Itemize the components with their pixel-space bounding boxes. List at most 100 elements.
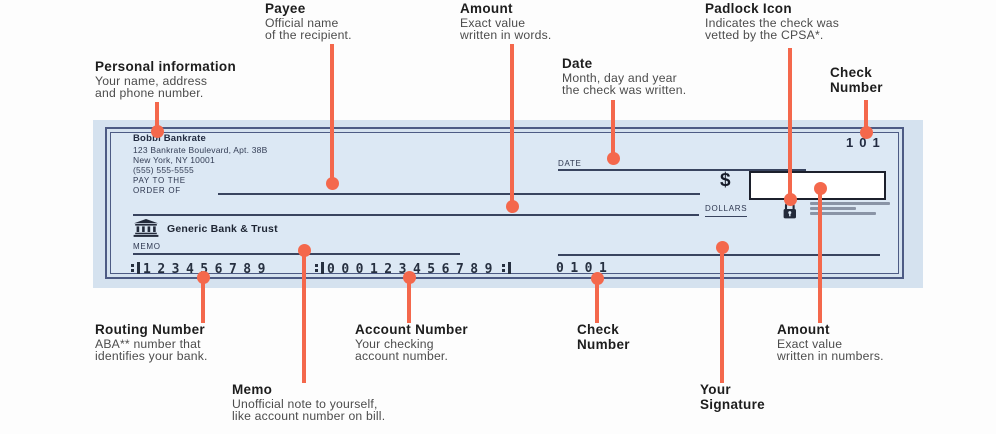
signature-annotation: Your Signature [700, 382, 765, 412]
date-desc-line2: the check was written. [562, 83, 687, 98]
signature-title-line2: Signature [700, 396, 765, 412]
check-number-field: 101 [846, 135, 886, 150]
payee-title: Payee [265, 1, 306, 16]
amount-words-desc-line2: written in words. [460, 28, 552, 43]
check-number-top-annotation: Check Number [830, 65, 883, 95]
check-number-bottom-title-line1: Check [577, 322, 620, 337]
amount-words-annotation: Amount Exact value written in words. [460, 1, 552, 43]
bank-icon [133, 219, 159, 242]
payee-leader-dot [326, 177, 339, 190]
check-number-bottom-title-line2: Number [577, 336, 630, 352]
personal-info-leader-line [155, 102, 159, 128]
amount-words-leader-dot [506, 200, 519, 213]
personal-info-annotation: Personal information Your name, address … [95, 59, 237, 101]
memo-annotation: Memo Unofficial note to yourself, like a… [232, 382, 386, 424]
account-leader-dot [403, 271, 416, 284]
payer-address-line2: New York, NY 10001 [133, 154, 215, 165]
signature-leader-line [720, 252, 724, 383]
date-title: Date [562, 56, 593, 71]
routing-title: Routing Number [95, 322, 205, 337]
routing-leader-line [201, 283, 205, 323]
amount-words-title: Amount [460, 1, 513, 16]
check-number-bottom-leader-line [595, 284, 599, 323]
security-microtext [810, 202, 890, 217]
memo-leader-dot [298, 244, 311, 257]
memo-title: Memo [232, 382, 273, 397]
check-number-top-leader-line [864, 100, 868, 129]
payer-address-line1: 123 Bankrate Boulevard, Apt. 38B [133, 144, 268, 155]
amount-numbers-leader-line [818, 193, 822, 323]
check-number-top-leader-dot [860, 126, 873, 139]
pay-to-label-line2: ORDER OF [133, 186, 181, 195]
account-number-digits: 000123456789 [327, 262, 499, 277]
account-annotation: Account Number Your checking account num… [355, 322, 468, 364]
check-number-top-title-line2: Number [830, 79, 883, 95]
payer-info-block: Bobbi Bankrate 123 Bankrate Boulevard, A… [133, 133, 268, 175]
micr-transit-icon [131, 262, 140, 274]
padlock-annotation: Padlock Icon Indicates the check was vet… [705, 1, 839, 43]
micr-account-number: 000123456789 [315, 261, 511, 277]
payer-phone: (555) 555-5555 [133, 164, 194, 175]
check-illustration: Bobbi Bankrate 123 Bankrate Boulevard, A… [93, 120, 923, 288]
personal-info-leader-dot [151, 125, 164, 138]
account-desc-line1: Your checking [355, 336, 434, 351]
routing-annotation: Routing Number ABA** number that identif… [95, 322, 208, 364]
date-leader-line [611, 100, 615, 155]
account-title: Account Number [355, 322, 468, 337]
micr-routing-number: 123456789 [131, 261, 272, 277]
amount-numbers-leader-dot [814, 182, 827, 195]
dollar-sign: $ [720, 170, 731, 191]
padlock-title: Padlock Icon [705, 1, 792, 16]
routing-number-digits: 123456789 [143, 262, 272, 277]
memo-field-label: MEMO [133, 242, 161, 251]
check-inner-border [110, 132, 899, 274]
account-desc-line2: account number. [355, 349, 449, 364]
pay-to-label-line1: PAY TO THE [133, 176, 186, 185]
date-annotation: Date Month, day and year the check was w… [562, 56, 687, 98]
date-leader-dot [607, 152, 620, 165]
personal-info-desc-line2: and phone number. [95, 86, 204, 101]
amount-words-line [133, 214, 699, 216]
check-number-digits: 0101 [556, 261, 614, 276]
check-number-top-title-line1: Check [830, 65, 873, 80]
account-leader-line [407, 283, 411, 323]
bank-name: Generic Bank & Trust [167, 223, 278, 235]
amount-words-desc-line1: Exact value [460, 15, 526, 30]
micr-transit-icon [315, 262, 324, 274]
micr-transit-icon [501, 262, 511, 274]
routing-desc-line2: identifies your bank. [95, 349, 208, 364]
padlock-desc-line1: Indicates the check was [705, 15, 839, 30]
padlock-leader-dot [784, 193, 797, 206]
check-number-bottom-leader-dot [591, 272, 604, 285]
amount-numbers-desc-line2: written in numbers. [777, 349, 884, 364]
micr-check-number: 0101 [556, 261, 613, 276]
amount-words-leader-line [510, 44, 514, 204]
padlock-leader-line [788, 48, 792, 196]
amount-numbers-title: Amount [777, 322, 830, 337]
signature-leader-dot [716, 241, 729, 254]
routing-desc-line1: ABA** number that [95, 336, 201, 351]
padlock-desc-line2: vetted by the CPSA*. [705, 28, 824, 43]
payee-desc-line2: of the recipient. [265, 28, 352, 43]
memo-desc-line1: Unofficial note to yourself, [232, 396, 378, 411]
memo-line [133, 253, 460, 255]
payee-desc-line1: Official name [265, 15, 339, 30]
signature-title-line1: Your [700, 382, 731, 397]
date-desc-line1: Month, day and year [562, 70, 677, 85]
payer-name: Bobbi Bankrate [133, 133, 207, 144]
amount-numbers-annotation: Amount Exact value written in numbers. [777, 322, 884, 364]
payee-annotation: Payee Official name of the recipient. [265, 1, 352, 43]
date-field-label: DATE [558, 159, 582, 168]
payee-leader-line [330, 44, 334, 182]
check-outer-border [105, 127, 904, 279]
check-number-bottom-annotation: Check Number [577, 322, 630, 352]
amount-numbers-desc-line1: Exact value [777, 336, 843, 351]
personal-info-title: Personal information [95, 59, 237, 74]
date-line [558, 169, 806, 171]
personal-info-desc-line1: Your name, address [95, 73, 208, 88]
signature-line [558, 254, 880, 256]
dollars-label: DOLLARS [705, 204, 748, 217]
memo-desc-line2: like account number on bill. [232, 409, 386, 424]
amount-box [749, 171, 886, 200]
